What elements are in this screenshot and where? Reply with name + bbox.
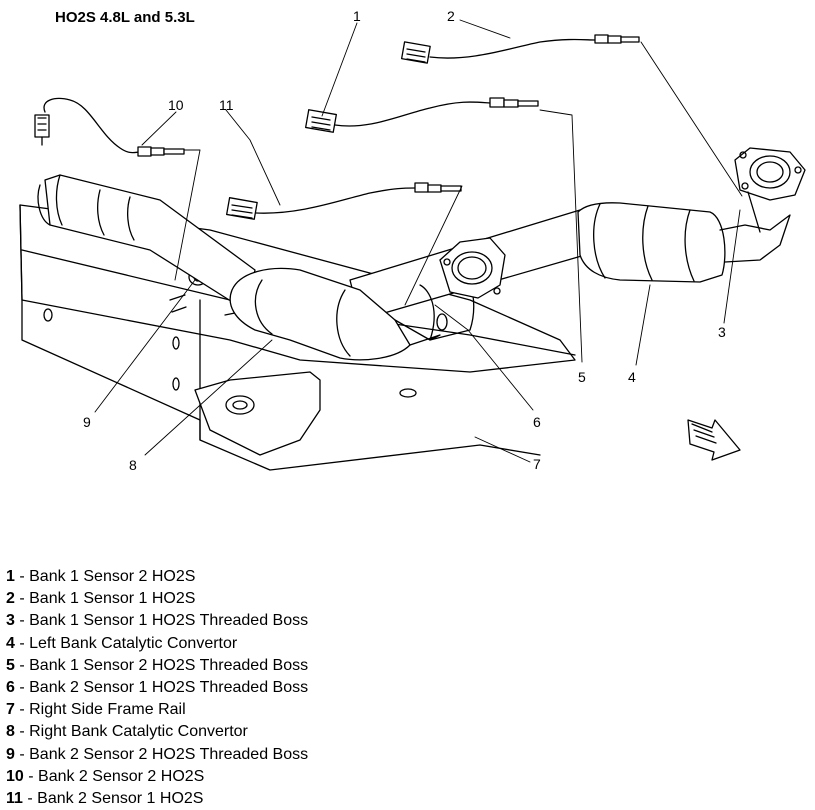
left-bank-catalytic-converter bbox=[577, 147, 806, 283]
callout-1: 1 bbox=[353, 8, 361, 24]
bank1-sensor2-ho2s bbox=[304, 97, 539, 133]
bank1-sensor1-ho2s bbox=[400, 34, 640, 64]
callout-8: 8 bbox=[129, 457, 137, 473]
legend-number: 6 bbox=[6, 679, 15, 697]
legend-separator: - bbox=[14, 745, 30, 763]
legend-number: 3 bbox=[6, 612, 15, 630]
callout-4: 4 bbox=[628, 369, 636, 385]
legend-text: Right Bank Catalytic Convertor bbox=[29, 723, 248, 741]
legend-separator: - bbox=[14, 656, 30, 674]
legend-number: 11 bbox=[6, 790, 23, 808]
legend-item: 7 - Right Side Frame Rail bbox=[6, 699, 308, 721]
callout-3: 3 bbox=[718, 324, 726, 340]
callout-6: 6 bbox=[533, 414, 541, 430]
legend-number: 5 bbox=[6, 656, 15, 674]
leader-lines bbox=[94, 19, 743, 463]
legend-text: Left Bank Catalytic Convertor bbox=[29, 634, 238, 652]
bank2-sensor1-ho2s bbox=[225, 182, 462, 220]
legend-text: Right Side Frame Rail bbox=[29, 701, 186, 719]
legend-text: Bank 2 Sensor 2 HO2S Threaded Boss bbox=[29, 745, 309, 763]
legend-separator: - bbox=[14, 723, 30, 741]
legend-list: 1 - Bank 1 Sensor 2 HO2S 2 - Bank 1 Sens… bbox=[6, 566, 308, 810]
right-bank-catalytic-converter bbox=[37, 174, 441, 361]
legend-text: Bank 2 Sensor 2 HO2S bbox=[38, 767, 205, 785]
legend-number: 4 bbox=[6, 634, 15, 652]
callout-7: 7 bbox=[533, 456, 541, 472]
legend-separator: - bbox=[14, 612, 30, 630]
legend-item: 4 - Left Bank Catalytic Convertor bbox=[6, 633, 308, 655]
legend-separator: - bbox=[14, 701, 30, 719]
callout-2: 2 bbox=[447, 8, 455, 24]
legend-number: 9 bbox=[6, 745, 15, 763]
bank2-sensor2-ho2s bbox=[34, 97, 185, 157]
legend-item: 2 - Bank 1 Sensor 1 HO2S bbox=[6, 588, 308, 610]
legend-separator: - bbox=[22, 790, 38, 808]
orientation-arrow-icon bbox=[687, 419, 741, 461]
right-exhaust-flange bbox=[436, 237, 506, 331]
legend-separator: - bbox=[14, 590, 30, 608]
legend-number: 2 bbox=[6, 590, 15, 608]
legend-item: 11 - Bank 2 Sensor 1 HO2S bbox=[6, 788, 308, 810]
legend-number: 8 bbox=[6, 723, 15, 741]
exhaust-diagram: 1 2 3 4 5 6 7 8 9 10 11 bbox=[19, 8, 806, 473]
callout-10: 10 bbox=[168, 97, 184, 113]
legend-item: 6 - Bank 2 Sensor 1 HO2S Threaded Boss bbox=[6, 677, 308, 699]
legend-number: 1 bbox=[6, 568, 15, 585]
legend-text: Bank 2 Sensor 1 HO2S Threaded Boss bbox=[29, 679, 309, 697]
callout-5: 5 bbox=[578, 369, 586, 385]
legend-separator: - bbox=[14, 634, 30, 652]
legend-number: 7 bbox=[6, 701, 15, 719]
legend-number: 10 bbox=[6, 767, 24, 785]
callout-9: 9 bbox=[83, 414, 91, 430]
legend-text: Bank 1 Sensor 2 HO2S bbox=[29, 568, 196, 585]
legend-item: 1 - Bank 1 Sensor 2 HO2S bbox=[6, 566, 308, 588]
legend-text: Bank 1 Sensor 1 HO2S bbox=[29, 590, 196, 608]
legend-text: Bank 2 Sensor 1 HO2S bbox=[37, 790, 204, 808]
legend-text: Bank 1 Sensor 2 HO2S Threaded Boss bbox=[29, 656, 309, 674]
diagram-title: HO2S 4.8L and 5.3L bbox=[55, 9, 195, 26]
legend-item: 10 - Bank 2 Sensor 2 HO2S bbox=[6, 766, 308, 788]
legend-separator: - bbox=[14, 568, 30, 585]
legend-text: Bank 1 Sensor 1 HO2S Threaded Boss bbox=[29, 612, 309, 630]
legend-separator: - bbox=[14, 679, 30, 697]
legend-item: 8 - Right Bank Catalytic Convertor bbox=[6, 721, 308, 743]
legend-separator: - bbox=[23, 767, 39, 785]
callout-11: 11 bbox=[219, 97, 234, 113]
legend-item: 5 - Bank 1 Sensor 2 HO2S Threaded Boss bbox=[6, 655, 308, 677]
legend-item: 3 - Bank 1 Sensor 1 HO2S Threaded Boss bbox=[6, 610, 308, 632]
legend-item: 9 - Bank 2 Sensor 2 HO2S Threaded Boss bbox=[6, 744, 308, 766]
